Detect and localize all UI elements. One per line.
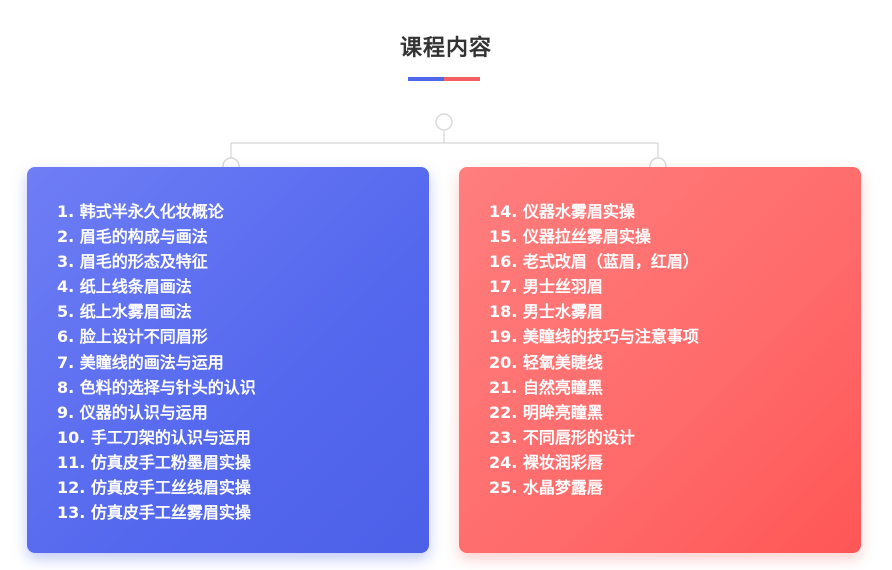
course-item: 25. 水晶梦露唇 (489, 478, 603, 498)
course-item: 24. 裸妆润彩唇 (489, 452, 603, 472)
course-item: 17. 男士丝羽眉 (489, 277, 603, 297)
course-item: 16. 老式改眉（蓝眉，红眉） (489, 252, 699, 272)
course-item: 1. 韩式半永久化妆概论 (57, 202, 224, 221)
course-item: 18. 男士水雾眉 (489, 302, 603, 322)
course-list-right: 14. 仪器水雾眉实操 15. 仪器拉丝雾眉实操 16. 老式改眉（蓝眉，红眉）… (489, 199, 861, 500)
course-item: 9. 仪器的认识与运用 (57, 402, 208, 422)
course-item: 20. 轻氧美睫线 (489, 352, 603, 372)
course-list-left: 1. 韩式半永久化妆概论 2. 眉毛的构成与画法 3. 眉毛的形态及特征 4. … (57, 199, 429, 525)
course-item: 5. 纸上水雾眉画法 (57, 302, 192, 322)
course-item: 4. 纸上线条眉画法 (57, 277, 192, 297)
course-item: 21. 自然亮瞳黑 (489, 377, 603, 397)
course-item: 3. 眉毛的形态及特征 (57, 252, 208, 272)
connector-top-node (435, 113, 453, 131)
course-item: 6. 脸上设计不同眉形 (57, 327, 208, 347)
course-item: 2. 眉毛的构成与画法 (57, 227, 208, 247)
course-card-left: 1. 韩式半永久化妆概论 2. 眉毛的构成与画法 3. 眉毛的形态及特征 4. … (27, 167, 429, 553)
course-item: 12. 仿真皮手工丝线眉实操 (57, 478, 251, 498)
course-item: 14. 仪器水雾眉实操 (489, 202, 635, 221)
course-item: 7. 美瞳线的画法与运用 (57, 352, 224, 372)
section-title: 课程内容 (399, 36, 492, 61)
course-item: 22. 明眸亮瞳黑 (489, 402, 603, 422)
course-item: 19. 美瞳线的技巧与注意事项 (489, 327, 699, 347)
connector-tree (222, 113, 667, 175)
course-item: 13. 仿真皮手工丝雾眉实操 (57, 503, 251, 523)
course-item: 15. 仪器拉丝雾眉实操 (489, 227, 651, 247)
course-item: 10. 手工刀架的认识与运用 (57, 427, 251, 447)
course-item: 8. 色料的选择与针头的认识 (57, 377, 256, 397)
underline-red-segment (444, 77, 480, 81)
underline-blue-segment (408, 77, 444, 81)
course-item: 23. 不同唇形的设计 (489, 427, 635, 447)
title-underline (408, 77, 480, 81)
course-card-right: 14. 仪器水雾眉实操 15. 仪器拉丝雾眉实操 16. 老式改眉（蓝眉，红眉）… (459, 167, 861, 553)
course-item: 11. 仿真皮手工粉墨眉实操 (57, 452, 251, 472)
